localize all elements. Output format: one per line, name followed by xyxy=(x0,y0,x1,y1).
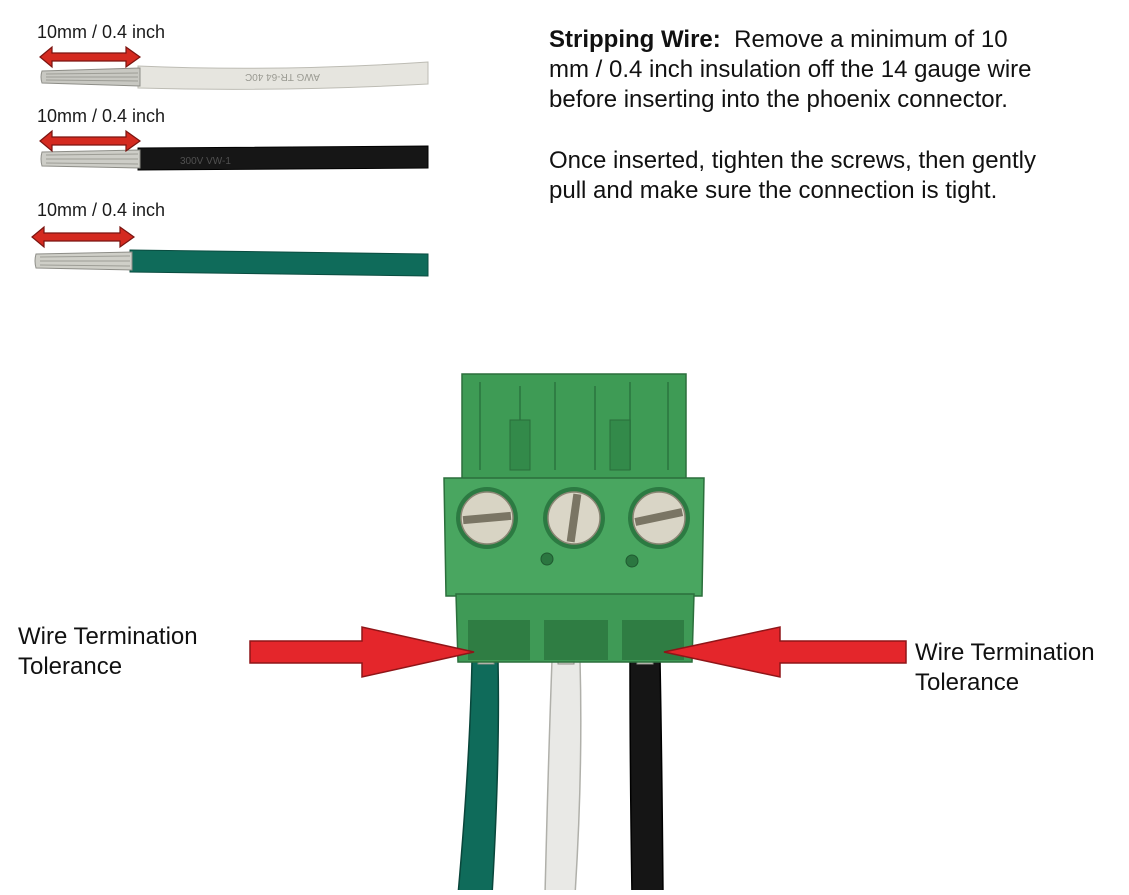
terminal-screws xyxy=(456,487,690,549)
wire-insulation xyxy=(137,61,429,90)
stripped-green-wire-image xyxy=(31,225,429,277)
stripped-white-wire-image: AWG TR-64 40C xyxy=(39,45,429,90)
left-tolerance-arrow xyxy=(249,626,475,678)
green-wire xyxy=(457,659,500,890)
screw-middle xyxy=(543,487,605,549)
instruction-paragraph-2: Once inserted, tighten the screws, then … xyxy=(549,147,1036,204)
strip-length-label: 10mm / 0.4 inch xyxy=(37,200,166,220)
measurement-arrow xyxy=(39,45,142,69)
white-wire xyxy=(544,659,582,890)
screw-left xyxy=(456,487,518,549)
left-tolerance-label: Wire Termination Tolerance xyxy=(18,622,198,682)
right-tolerance-label: Wire Termination Tolerance xyxy=(915,638,1095,698)
wire-insulation xyxy=(129,249,429,277)
instruction-heading: Stripping Wire: xyxy=(549,26,721,53)
strip-length-label: 10mm / 0.4 inch xyxy=(37,22,166,42)
right-tolerance-label-line2: Tolerance xyxy=(915,669,1020,696)
instruction-paragraph-1: Stripping Wire: Remove a minimum of 10 m… xyxy=(549,25,1049,115)
wire-print-text: 300V VW-1 xyxy=(180,156,231,167)
wire-print-text: AWG TR-64 40C xyxy=(245,71,320,82)
measurement-arrow xyxy=(39,129,142,153)
instruction-body: Remove a minimum of 10 mm / 0.4 inch ins… xyxy=(549,26,1032,113)
screw-right xyxy=(628,487,690,549)
left-tolerance-label-line2: Tolerance xyxy=(18,653,123,680)
measurement-arrow xyxy=(31,225,136,249)
black-wire xyxy=(629,659,664,890)
phoenix-connector-image xyxy=(249,373,907,890)
strip-length-label: 10mm / 0.4 inch xyxy=(37,106,166,126)
right-tolerance-label-line1: Wire Termination xyxy=(915,639,1095,666)
stripping-instructions: Stripping Wire: Remove a minimum of 10 m… xyxy=(549,25,1049,206)
stripped-black-wire-image: 300V VW-1 xyxy=(39,129,429,171)
connector-wires xyxy=(457,635,664,890)
right-tolerance-arrow xyxy=(663,626,907,678)
left-tolerance-label-line1: Wire Termination xyxy=(18,623,198,650)
